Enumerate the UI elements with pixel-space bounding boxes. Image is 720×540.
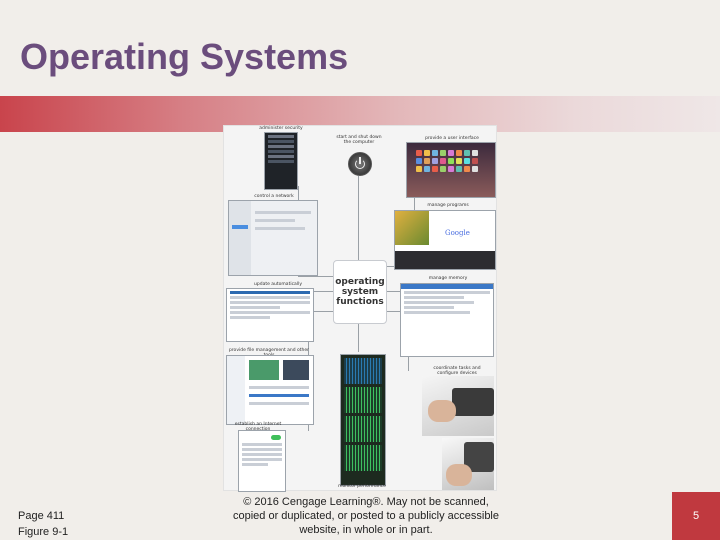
user-interface-screenshot: [406, 142, 496, 198]
file-management-screenshot: [226, 355, 314, 425]
caption-provide-user-interface: provide a user interface: [425, 136, 479, 141]
connector-line: [358, 322, 359, 352]
connector-line: [384, 311, 408, 312]
copyright-notice: © 2016 Cengage Learning®. May not be sca…: [233, 496, 499, 536]
caption-control-network: control a network: [254, 194, 294, 199]
center-line-1: operating: [335, 277, 385, 287]
power-icon: [348, 152, 372, 176]
page-number: 5: [692, 510, 700, 522]
os-functions-figure: administer security start and shut down …: [224, 126, 496, 492]
performance-screenshot: [340, 354, 386, 486]
security-screenshot: [264, 132, 298, 190]
figure-number: Figure 9-1: [18, 526, 69, 538]
center-line-2: system: [341, 287, 379, 297]
connector-line: [308, 311, 334, 312]
programs-screenshot: Google: [394, 210, 496, 270]
usb-photo: [442, 438, 494, 490]
page-reference: Page 411: [18, 510, 65, 522]
caption-update-automatically: update automatically: [254, 282, 302, 287]
caption-manage-programs: manage programs: [427, 203, 469, 208]
caption-monitor-performance: monitor performance: [338, 484, 386, 489]
caption-internet-connection: establish an Internet connection: [234, 422, 282, 432]
memory-screenshot: [400, 283, 494, 357]
network-screenshot: [228, 200, 318, 276]
figure-reference: Page 411 Figure 9-1: [18, 508, 68, 540]
page-number-badge: 5: [672, 492, 720, 540]
update-screenshot: [226, 288, 314, 342]
caption-start-shut-down: start and shut down the computer: [336, 135, 382, 145]
google-logo: Google: [445, 229, 470, 237]
caption-administer-security: administer security: [259, 126, 303, 131]
internet-screenshot: [238, 430, 286, 492]
connector-line: [298, 276, 334, 277]
slide-title: Operating Systems: [20, 36, 349, 77]
caption-manage-memory: manage memory: [428, 276, 468, 281]
os-functions-center-label: operating system functions: [333, 260, 387, 324]
caption-coordinate-tasks: coordinate tasks and configure devices: [433, 366, 481, 376]
devices-photo: [422, 376, 494, 436]
center-line-3: functions: [336, 297, 384, 307]
connector-line: [358, 176, 359, 260]
